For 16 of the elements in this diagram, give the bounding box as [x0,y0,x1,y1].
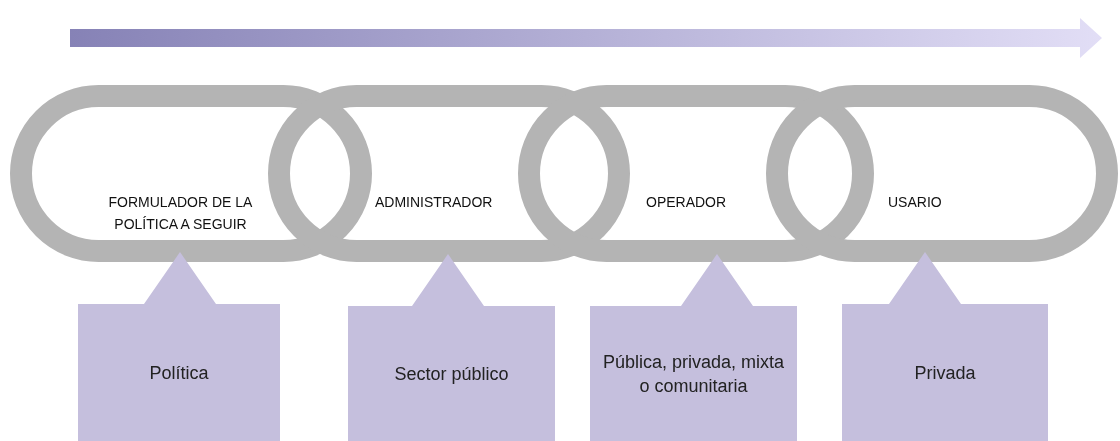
chain-link [268,85,630,262]
callout-text: Sector público [393,362,510,386]
link-label: OPERADOR [646,193,727,212]
callout-text: Privada [913,361,977,385]
chain-link [518,85,874,262]
callout-text: Pública, privada, mixta o comunitaria [601,350,786,398]
callout-text: Política [148,361,210,385]
link-label: USARIO [888,193,942,212]
chain-link [766,85,1118,262]
link-label: ADMINISTRADOR [375,193,493,212]
callout-box [590,254,797,441]
chain-link [10,85,372,262]
callout-box [78,252,280,441]
link-label: FORMULADOR DE LA POLÍTICA A SEGUIR [107,193,254,234]
callout-box [842,252,1048,441]
callout-box [348,254,555,441]
